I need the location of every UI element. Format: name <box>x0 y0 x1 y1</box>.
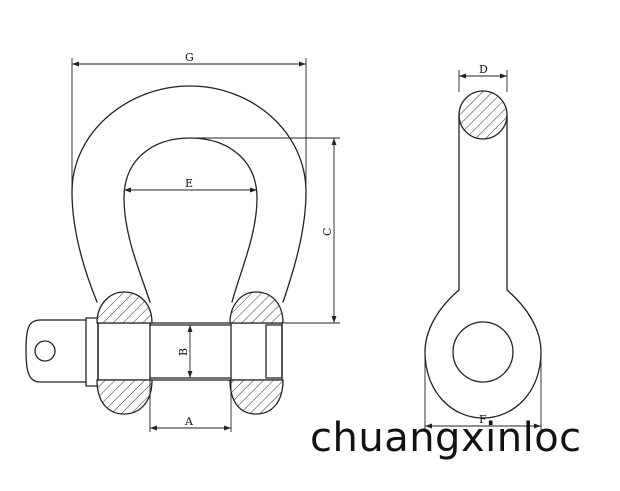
label-d: D <box>479 63 488 76</box>
bow-inner-outline <box>123 137 258 303</box>
dim-c-arrow-bottom <box>331 316 337 323</box>
bow-outer-outline <box>71 85 307 303</box>
pin-thread-end <box>265 324 283 379</box>
dim-a-arrow-right <box>224 425 231 431</box>
label-a: A <box>184 415 194 428</box>
dim-b-arrow-bottom <box>187 371 193 378</box>
dim-d-arrow-left <box>459 73 466 79</box>
label-e: E <box>185 177 193 190</box>
pin-head-flange <box>85 317 99 387</box>
hatched-section-top-left <box>96 291 153 324</box>
dim-e-arrow-right <box>250 187 257 193</box>
hatched-section-bottom-right <box>229 379 284 415</box>
dim-g-arrow-left <box>72 61 79 67</box>
dim-f-arrow-left <box>425 423 432 429</box>
hatched-section-bottom-left <box>96 379 153 415</box>
dim-e-arrow-left <box>124 187 131 193</box>
hatched-section-top-right <box>229 291 284 324</box>
dim-b-arrow-top <box>187 325 193 332</box>
label-g: G <box>185 51 194 64</box>
pin-eye-tab <box>25 319 87 383</box>
side-arm-outline <box>424 114 542 419</box>
side-hatched-circle <box>458 90 508 140</box>
dim-c-arrow-top <box>331 138 337 145</box>
dim-d-arrow-right <box>500 73 507 79</box>
pin-eye-hole <box>34 340 56 362</box>
label-b: B <box>177 348 190 356</box>
label-f: F <box>479 413 487 426</box>
dim-a-arrow-left <box>150 425 157 431</box>
label-c: C <box>321 228 334 236</box>
watermark-text: chuangxinloc <box>310 415 582 461</box>
dim-f-arrow-right <box>534 423 541 429</box>
dim-g-arrow-right <box>299 61 306 67</box>
side-eye-hole <box>452 321 514 383</box>
